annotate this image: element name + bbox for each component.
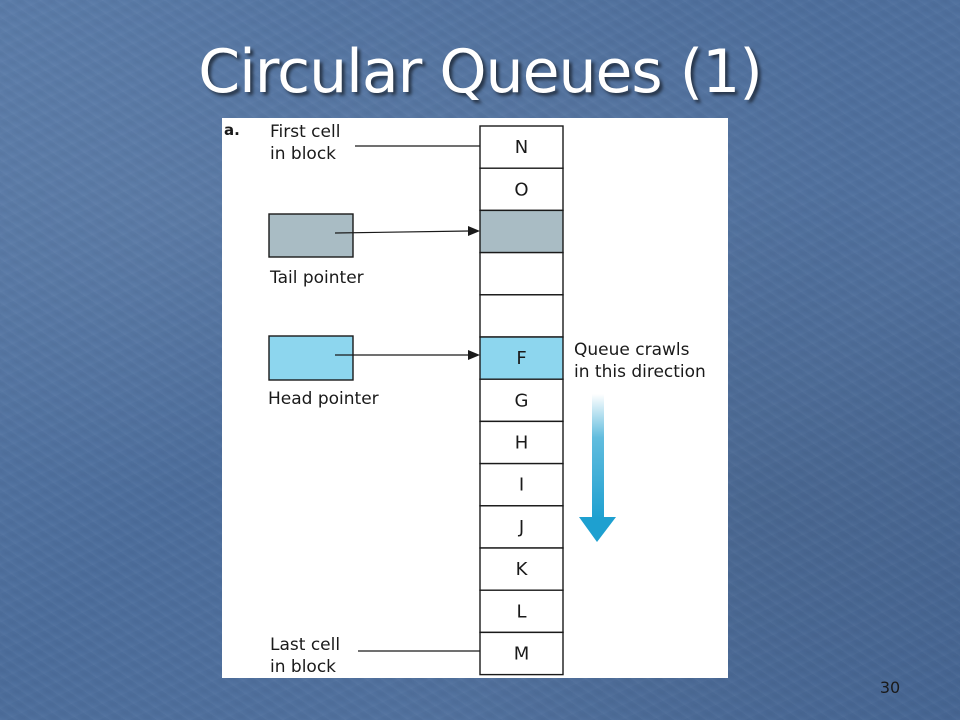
queue-cell-label-8: I — [519, 475, 524, 496]
head-pointer-box — [268, 335, 354, 381]
page-number: 30 — [879, 678, 901, 697]
direction-label-line2: in this direction — [574, 362, 706, 382]
tail-pointer-label: Tail pointer — [269, 268, 364, 288]
queue-cell-5 — [479, 336, 564, 380]
queue-diagram: a. First cell in block Tail pointer Head… — [224, 121, 706, 677]
figure-label: a. — [224, 121, 240, 139]
tail-pointer-arrowhead — [468, 226, 480, 236]
queue-cell-label-9: J — [518, 517, 524, 538]
queue-cell-2 — [479, 209, 564, 254]
slide-title: Circular Queues (1) — [198, 37, 763, 107]
queue-figure: a. First cell in block Tail pointer Head… — [222, 118, 728, 678]
queue-cell-10 — [479, 547, 564, 591]
head-pointer-arrowhead — [468, 350, 480, 360]
queue-cell-label-10: K — [516, 559, 529, 580]
queue-cell-label-5: F — [516, 348, 526, 369]
queue-cell-label-1: O — [514, 179, 528, 200]
last-cell-label-line2: in block — [270, 657, 336, 677]
queue-cell-label-7: H — [515, 433, 529, 454]
queue-cell-label-0: N — [515, 137, 528, 158]
last-cell-label-line1: Last cell — [270, 635, 340, 655]
queue-cell-4 — [479, 294, 564, 338]
queue-cell-7 — [479, 420, 564, 465]
direction-label-line1: Queue crawls — [574, 340, 690, 360]
direction-arrow-shaft — [592, 394, 604, 519]
head-pointer-label: Head pointer — [268, 389, 379, 409]
queue-cell-8 — [479, 462, 564, 507]
first-cell-label-line1: First cell — [270, 122, 340, 142]
direction-arrow-head — [579, 517, 616, 542]
first-cell-label-line2: in block — [270, 144, 336, 164]
queue-cell-3 — [479, 251, 564, 296]
queue-cell-label-6: G — [515, 390, 529, 411]
queue-cell-9 — [479, 505, 564, 549]
tail-pointer-arrow-line — [334, 230, 470, 234]
queue-cell-1 — [479, 167, 564, 212]
queue-cell-label-11: L — [516, 601, 526, 622]
queue-cell-label-12: M — [514, 644, 530, 665]
queue-cell-12 — [479, 631, 564, 676]
tail-pointer-box — [268, 213, 354, 258]
